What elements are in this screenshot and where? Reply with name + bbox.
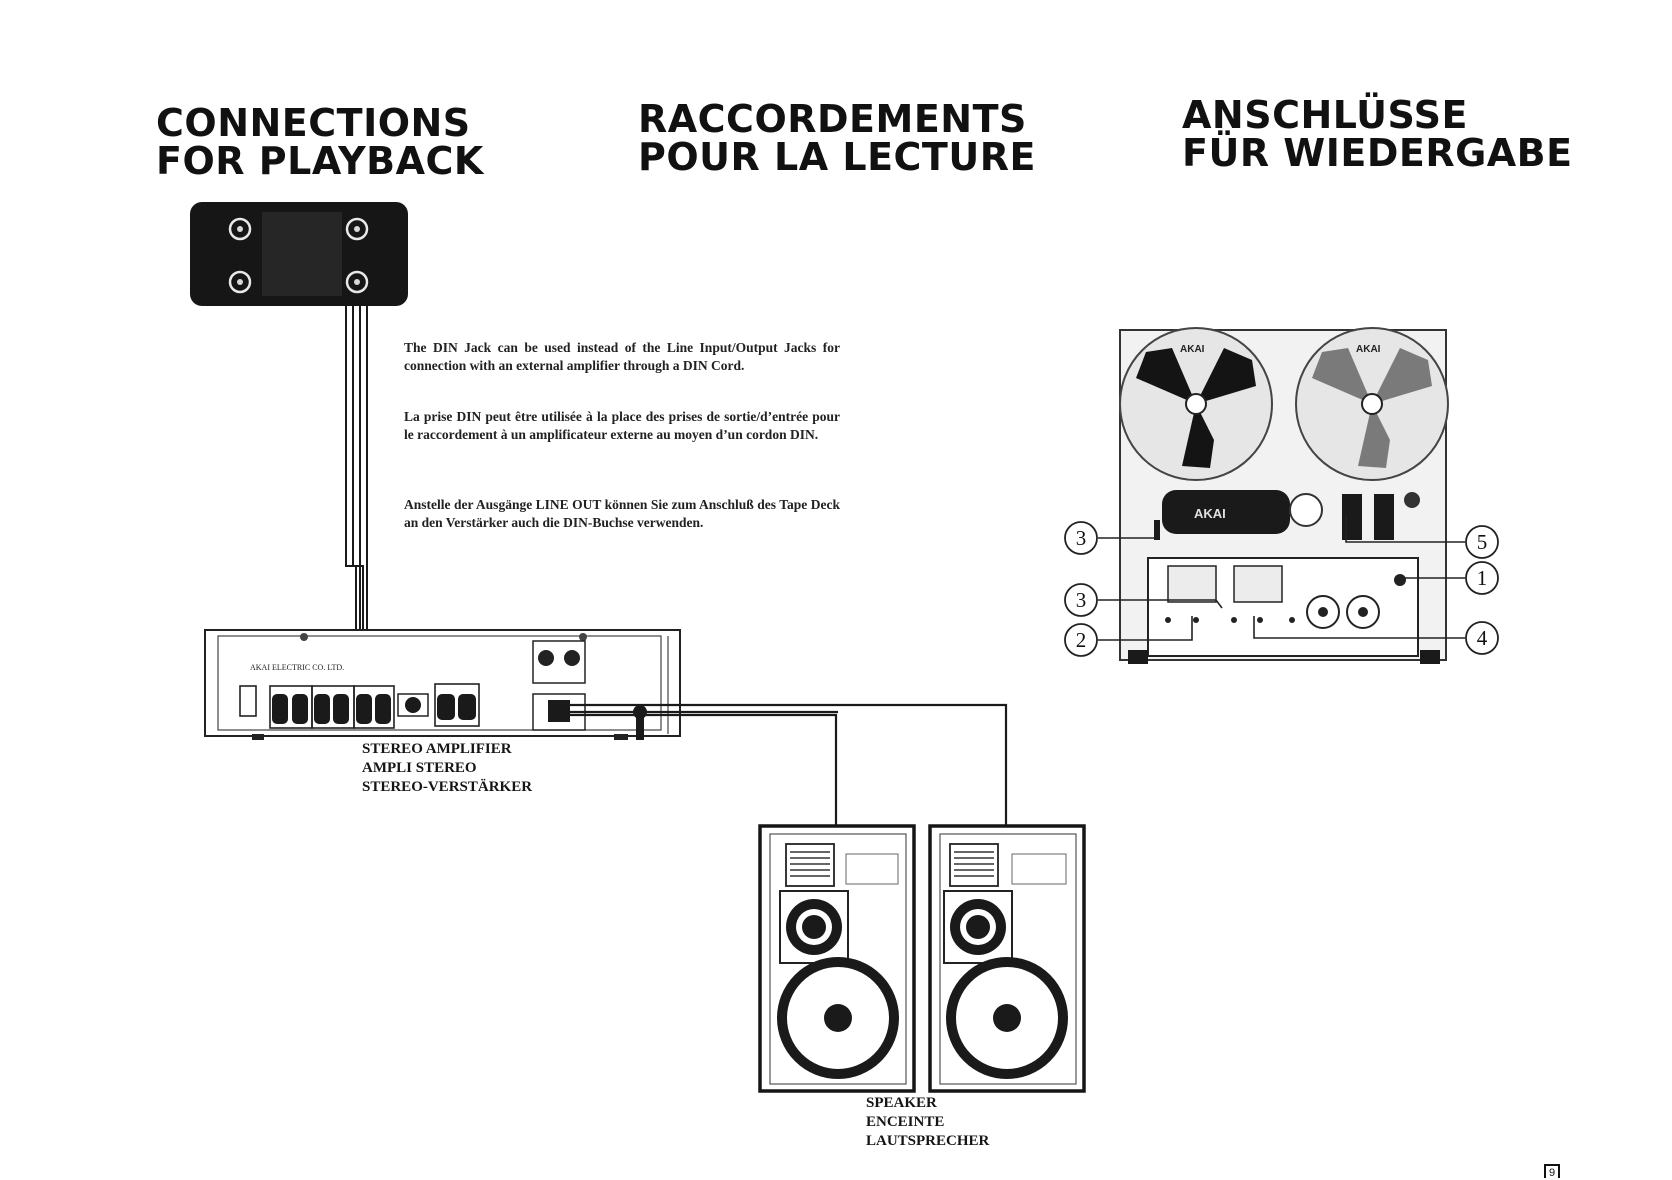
heading-english-line1: CONNECTIONS <box>156 101 471 145</box>
callout-5-number: 5 <box>1477 530 1488 554</box>
tape-deck-jack-panel <box>190 202 408 306</box>
heading-german-line2: FÜR WIEDERGABE <box>1182 131 1573 175</box>
callout-5: 5 <box>1465 525 1499 559</box>
reel-tape-deck: AKAI AKAI AKAI <box>1119 327 1449 664</box>
heading-english: CONNECTIONS FOR PLAYBACK <box>156 104 484 180</box>
speaker-caption-fr: ENCEINTE <box>866 1114 945 1130</box>
left-reel-brand: AKAI <box>1180 344 1205 355</box>
speaker-left <box>758 824 916 1093</box>
amplifier-caption-de: STEREO-VERSTÄRKER <box>362 779 533 795</box>
speaker-caption-en: SPEAKER <box>866 1095 937 1111</box>
heading-french-line2: POUR LA LECTURE <box>638 135 1036 179</box>
din-note-french: La prise DIN peut être utilisée à la pla… <box>404 409 840 442</box>
din-note-german: Anstelle der Ausgänge LINE OUT können Si… <box>404 497 840 530</box>
amplifier-caption-fr: AMPLI STEREO <box>362 760 477 776</box>
speaker-cables <box>560 703 1008 826</box>
callout-3-top-number: 3 <box>1076 526 1087 550</box>
deck-brand-label: AKAI <box>1194 506 1226 521</box>
amplifier-brand-label: AKAI ELECTRIC CO. LTD. <box>250 663 344 672</box>
amplifier-caption-en: STEREO AMPLIFIER <box>362 741 512 757</box>
heading-english-line2: FOR PLAYBACK <box>156 139 484 183</box>
heading-french: RACCORDEMENTS POUR LA LECTURE <box>638 100 1036 176</box>
speaker-caption: SPEAKER ENCEINTE LAUTSPRECHER <box>866 1094 989 1151</box>
right-reel-brand: AKAI <box>1356 344 1381 355</box>
callout-3-mid: 3 <box>1064 583 1098 617</box>
heading-german: ANSCHLÜSSE FÜR WIEDERGABE <box>1182 96 1573 172</box>
heading-german-line1: ANSCHLÜSSE <box>1182 93 1468 137</box>
amplifier-caption: STEREO AMPLIFIER AMPLI STEREO STEREO-VER… <box>362 740 532 797</box>
callout-1: 1 <box>1465 561 1499 595</box>
callout-3-top: 3 <box>1064 521 1098 555</box>
callout-4-number: 4 <box>1477 626 1488 650</box>
stereo-amplifier: AKAI ELECTRIC CO. LTD. <box>204 629 681 740</box>
din-note-english: The DIN Jack can be used instead of the … <box>404 340 840 373</box>
callout-1-number: 1 <box>1477 566 1488 590</box>
callout-3-mid-number: 3 <box>1076 588 1087 612</box>
speaker-caption-de: LAUTSPRECHER <box>866 1133 990 1149</box>
page-number: 9 <box>1544 1164 1560 1179</box>
callout-4: 4 <box>1465 621 1499 655</box>
callout-2: 2 <box>1064 623 1098 657</box>
speaker-right <box>928 824 1086 1093</box>
callout-2-number: 2 <box>1076 628 1087 652</box>
heading-french-line1: RACCORDEMENTS <box>638 97 1027 141</box>
callout-leaders <box>1098 516 1465 641</box>
